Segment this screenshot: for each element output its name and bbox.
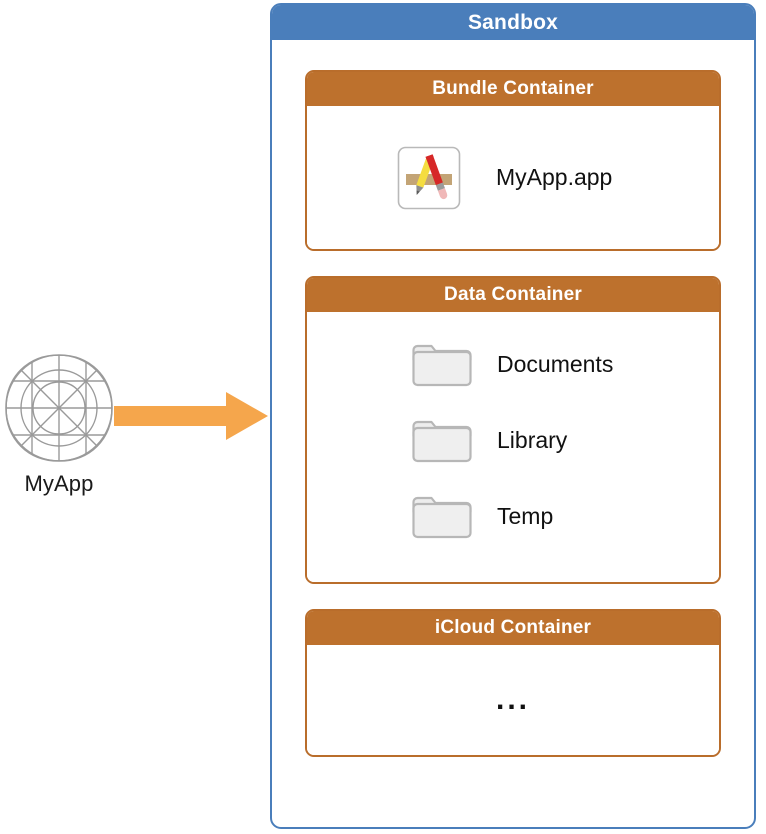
list-item[interactable]: Documents [307, 326, 719, 402]
folder-label: Temp [497, 502, 554, 529]
app-node: MyApp [4, 353, 116, 513]
list-item[interactable]: MyApp.app [307, 106, 719, 249]
sandbox-box: Sandbox Bundle Container [270, 3, 756, 829]
folder-label: Documents [497, 350, 614, 377]
list-item[interactable]: Library [307, 402, 719, 478]
data-container: Data Container Documents [305, 276, 721, 584]
icloud-container-title: iCloud Container [307, 611, 719, 645]
folder-label: Library [497, 426, 568, 453]
bundle-container-body: MyApp.app [307, 106, 719, 249]
sandbox-body: Bundle Container [272, 40, 754, 827]
app-grid-icon [5, 354, 113, 462]
data-container-title: Data Container [307, 278, 719, 312]
icloud-container: iCloud Container ... [305, 609, 721, 757]
data-container-body: Documents Library [307, 312, 719, 582]
sandbox-title: Sandbox [272, 5, 754, 40]
folder-list: Documents Library [307, 312, 719, 582]
bundle-container-title: Bundle Container [307, 72, 719, 106]
right-arrow-icon [114, 392, 268, 440]
icloud-placeholder-ellipsis: ... [495, 683, 530, 716]
bundle-container: Bundle Container [305, 70, 721, 251]
app-node-label: MyApp [24, 471, 94, 496]
list-item[interactable]: Temp [307, 478, 719, 554]
xcode-app-icon [397, 146, 461, 209]
folder-icon [412, 420, 472, 463]
icloud-container-body: ... [307, 645, 719, 755]
folder-icon [412, 496, 472, 539]
folder-icon [412, 344, 472, 387]
bundle-item-label: MyApp.app [496, 164, 613, 190]
